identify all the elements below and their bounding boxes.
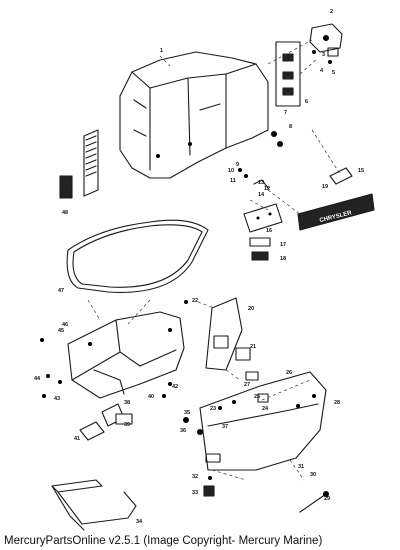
image-footer: MercuryPartsOnline v2.5.1 (Image Copyrig… bbox=[4, 533, 322, 549]
top-cowl-part[interactable] bbox=[119, 51, 269, 179]
lower-cowl-right-part[interactable] bbox=[199, 371, 327, 471]
callout-40: 40 bbox=[148, 394, 154, 400]
callout-3: 3 bbox=[322, 52, 325, 58]
bolt-part[interactable] bbox=[299, 491, 329, 513]
callout-37: 37 bbox=[222, 424, 228, 430]
callout-46: 46 bbox=[62, 322, 68, 328]
callout-35: 35 bbox=[184, 410, 190, 416]
callout-13: 13 bbox=[258, 180, 264, 186]
callout-23: 23 bbox=[210, 406, 216, 412]
callout-26: 26 bbox=[286, 370, 292, 376]
callout-28: 28 bbox=[334, 400, 340, 406]
callout-34: 34 bbox=[136, 519, 143, 525]
callout-36: 36 bbox=[180, 428, 186, 434]
callout-10: 10 bbox=[228, 168, 234, 174]
callout-5: 5 bbox=[332, 70, 335, 76]
latch-bracket-part[interactable] bbox=[275, 23, 343, 107]
callout-39: 39 bbox=[124, 422, 130, 428]
callout-38: 38 bbox=[124, 400, 130, 406]
callout-1: 1 bbox=[160, 48, 163, 54]
callout-27: 27 bbox=[244, 382, 250, 388]
callout-31: 31 bbox=[298, 464, 304, 470]
callout-14: 14 bbox=[258, 192, 265, 198]
callout-42: 42 bbox=[172, 384, 178, 390]
exploded-parts-diagram: CHRYSLER bbox=[34, 9, 375, 531]
callout-9: 9 bbox=[236, 162, 239, 168]
callout-6: 6 bbox=[305, 99, 308, 105]
callout-21: 21 bbox=[250, 344, 256, 350]
emblem-part[interactable] bbox=[243, 193, 375, 261]
copyright-label: (Image Copyright- Mercury Marine) bbox=[143, 535, 323, 547]
callout-33: 33 bbox=[192, 490, 198, 496]
callout-2: 2 bbox=[330, 9, 333, 15]
callout-11: 11 bbox=[230, 178, 236, 184]
callout-4: 4 bbox=[320, 68, 324, 74]
callout-7: 7 bbox=[284, 110, 287, 116]
mount-bracket-part[interactable] bbox=[205, 297, 251, 371]
carry-handle-part[interactable] bbox=[51, 479, 137, 531]
callout-29: 29 bbox=[324, 496, 330, 502]
callout-15: 15 bbox=[358, 168, 364, 174]
callout-41: 41 bbox=[74, 436, 80, 442]
callout-25: 25 bbox=[254, 394, 260, 400]
callout-44: 44 bbox=[34, 376, 41, 382]
app-version-label: MercuryPartsOnline v2.5.1 bbox=[4, 535, 141, 547]
callout-20: 20 bbox=[248, 306, 254, 312]
callout-30: 30 bbox=[310, 472, 316, 478]
callout-47: 47 bbox=[58, 288, 64, 294]
callout-24: 24 bbox=[262, 406, 269, 412]
cowl-seal-part[interactable] bbox=[66, 219, 209, 293]
callout-43: 43 bbox=[54, 396, 60, 402]
callout-22: 22 bbox=[192, 298, 198, 304]
callout-32: 32 bbox=[192, 474, 198, 480]
callout-16: 16 bbox=[266, 228, 272, 234]
callout-19: 19 bbox=[322, 184, 328, 190]
callout-18: 18 bbox=[280, 256, 286, 262]
callout-12: 12 bbox=[264, 186, 270, 192]
hardware-cluster-part[interactable] bbox=[238, 131, 353, 189]
callout-17: 17 bbox=[280, 242, 286, 248]
callout-8: 8 bbox=[289, 124, 292, 130]
vent-grill-part[interactable] bbox=[59, 129, 99, 199]
callout-45: 45 bbox=[58, 328, 64, 334]
lower-cowl-left-part[interactable] bbox=[67, 311, 185, 399]
callout-48: 48 bbox=[62, 210, 68, 216]
small-hardware-part[interactable] bbox=[40, 300, 269, 497]
